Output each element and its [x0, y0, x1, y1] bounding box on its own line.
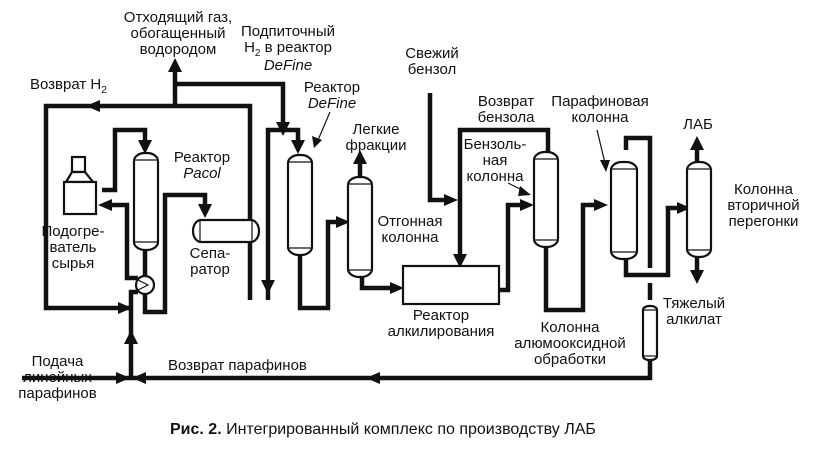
pipe-paraffin-return-main: [22, 360, 653, 381]
label-fresh-benzene: Свежий бензол: [405, 45, 459, 78]
label-benzene-column: Бензоль- ная колонна: [463, 136, 527, 185]
pacol-reactor: [132, 151, 160, 252]
benzene-column: [532, 150, 560, 249]
label-heavy-alkylate: Тяжелый алкилат: [662, 295, 726, 328]
label-h2-return: Возврат H2: [30, 76, 107, 97]
arrow-paraffin-col-in: [594, 199, 608, 211]
arrow-stripper-in: [336, 216, 350, 228]
pipe-benzene-bottom: [543, 202, 600, 313]
label-rerun-column: Колонна вторичной перегонки: [727, 181, 800, 230]
figure-caption: Рис. 2. Интегрированный комплекс по прои…: [170, 421, 596, 439]
arrow-benzene-return-down: [453, 254, 467, 268]
pipe-stripper-to-alky: [359, 275, 398, 291]
arrow-feed-up: [124, 330, 138, 344]
heater: [62, 155, 98, 216]
pipe-feed-up: [128, 289, 138, 378]
label-separator: Сепа- ратор: [189, 245, 231, 278]
define-reactor: [286, 153, 314, 257]
arrow-lab: [690, 136, 704, 150]
arrow-makeup-h2: [276, 122, 290, 136]
arrowheads: [86, 58, 704, 384]
arrow-define-top: [291, 140, 305, 154]
arrow-paraffin-leader: [600, 160, 610, 172]
label-alumina-column: Колонна алюмооксидной обработки: [514, 319, 626, 368]
arrow-heater-in: [98, 199, 112, 211]
pipe-exchanger-out: [142, 192, 208, 315]
arrow-define-leader: [312, 136, 322, 148]
pipe-h2-return: [43, 103, 253, 311]
label-stripper: Отгонная колонна: [377, 213, 443, 246]
pipe-fresh-benzene: [427, 93, 450, 203]
pipe-paraffin-to-rerun: [623, 205, 684, 278]
label-light-fractions: Легкие фракции: [345, 121, 407, 154]
arrow-benzene-col-in: [520, 199, 534, 211]
stripper: [346, 175, 374, 279]
label-define-reactor: Реактор DeFine: [303, 79, 361, 112]
pipe-pacol-feed: [102, 127, 148, 193]
label-offgas: Отходящий газ, обогащенный водородом: [123, 9, 233, 58]
label-heater: Подогре- ватель сырья: [41, 223, 105, 272]
pipe-alky-to-benzene: [500, 202, 528, 293]
label-paraffin-column: Парафиновая колонна: [551, 93, 649, 126]
arrow-paraffin-return-mid: [366, 372, 380, 384]
label-paraffin-feed: Подача линейных парафинов: [18, 353, 97, 402]
label-pacol-reactor: Реактор Pacol: [173, 149, 231, 182]
pipe-makeup-h2: [175, 81, 286, 124]
arrow-pacol-top: [138, 140, 152, 154]
arrow-separator-in: [198, 204, 212, 218]
pipe-benzene-return: [457, 127, 551, 262]
alkylation-reactor: [401, 264, 501, 306]
rerun-column: [685, 160, 713, 259]
pipe-paraffin-overhead: [623, 135, 653, 268]
arrow-paraffin-return-end: [132, 372, 146, 384]
label-alkylation-reactor: Реактор алкилирования: [387, 307, 495, 340]
paraffin-column: [609, 160, 639, 261]
pipe-define-to-stripper: [297, 219, 345, 311]
arrow-separator-down: [261, 280, 275, 294]
arrow-alky-in: [390, 282, 404, 294]
arrow-light-fractions: [353, 150, 367, 164]
caption-text: Интегрированный комплекс по производству…: [226, 421, 596, 438]
arrow-offgas: [168, 58, 182, 72]
leader-define: [317, 111, 331, 141]
label-makeup-h2: Подпиточный H2 в реактор DeFine: [240, 23, 336, 74]
arrow-h2-return: [86, 100, 100, 112]
label-paraffin-return: Возврат парафинов: [168, 357, 307, 374]
pipe-heater-return: [104, 202, 138, 281]
label-lab: ЛАБ: [683, 116, 713, 133]
arrow-feed-left: [116, 372, 130, 384]
leader-paraffin-column: [596, 129, 606, 164]
caption-prefix: Рис. 2.: [170, 421, 222, 438]
heat-exchanger: [134, 274, 156, 296]
arrow-fresh-benzene: [444, 194, 458, 206]
alumina-column: [641, 304, 659, 362]
arrow-benzene-leader: [518, 186, 531, 196]
arrow-feed-right: [118, 302, 132, 314]
arrow-heavy-out: [690, 270, 704, 284]
separator: [191, 218, 261, 244]
arrow-rerun-in: [677, 202, 691, 214]
label-benzene-return: Возврат бензола: [477, 93, 535, 126]
